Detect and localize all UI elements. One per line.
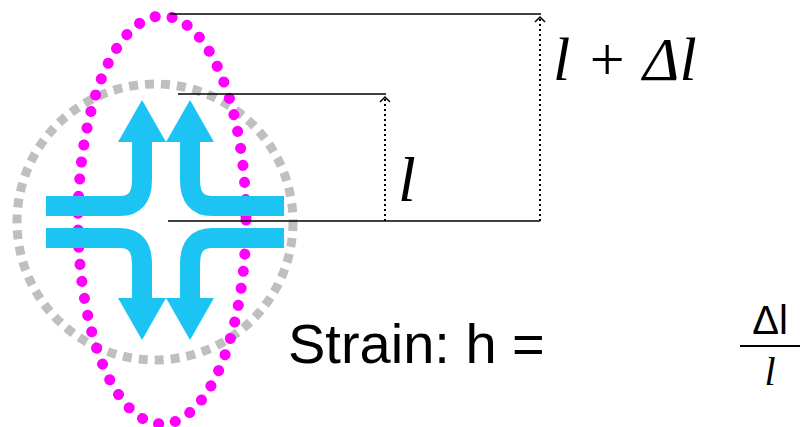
fraction-denominator: l xyxy=(764,352,775,392)
unstretched-ring xyxy=(17,84,293,360)
dimension-arrows xyxy=(385,17,540,221)
reference-lines xyxy=(168,14,541,221)
stretched-length-label: l + Δl xyxy=(553,28,697,90)
stretched-ring xyxy=(78,16,246,424)
fraction-numerator: Δl xyxy=(752,300,788,340)
arrow-heads xyxy=(118,100,214,340)
tidal-arrows xyxy=(46,140,284,300)
length-label: l xyxy=(398,148,416,212)
strain-formula: Strain: h = xyxy=(288,316,545,372)
fraction-bar xyxy=(740,345,800,347)
